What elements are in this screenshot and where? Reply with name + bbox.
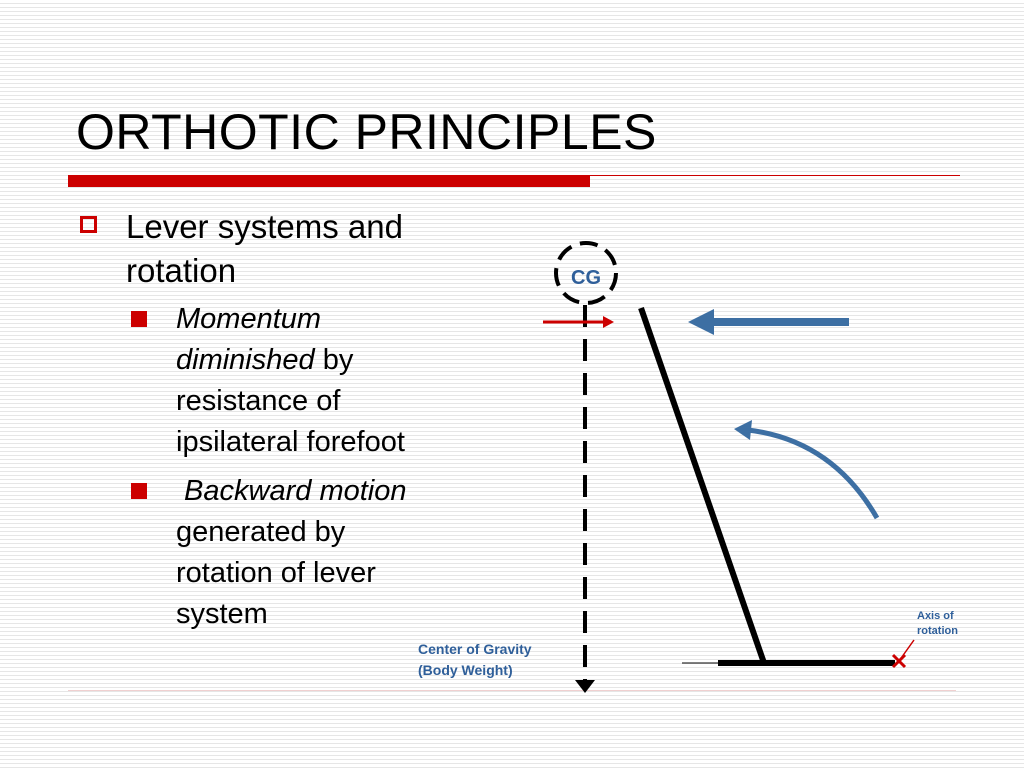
subbullet-text-line: rotation of lever	[176, 557, 376, 589]
title-underline-bar	[68, 175, 590, 187]
hollow-square-bullet-icon	[80, 216, 97, 233]
rotation-label: rotation	[917, 625, 958, 637]
axis-pointer-line	[898, 639, 915, 662]
blue-resistance-arrowhead	[688, 309, 714, 335]
subbullet-backward-motion: Backward motion generated by rotation of…	[78, 471, 518, 635]
subbullet-momentum: Momentum diminished by resistance of ips…	[78, 299, 518, 463]
filled-square-bullet-icon	[131, 311, 147, 327]
subbullet-text-line: Momentum	[176, 303, 322, 335]
axis-of-label: Axis of	[917, 610, 954, 622]
bullet-text-line: Lever systems and	[126, 208, 403, 245]
italic-text: diminished	[176, 344, 315, 376]
red-force-arrowhead	[603, 316, 614, 328]
subbullet-text-line: diminished by	[176, 340, 518, 381]
subbullet-text-line: system	[176, 598, 268, 630]
title-underline-thin	[590, 175, 960, 176]
cg-dashed-circle	[554, 241, 618, 305]
filled-square-bullet-icon	[131, 483, 147, 499]
center-of-gravity-label: Center of Gravity	[418, 641, 532, 657]
subbullet-text-line: resistance of	[176, 385, 341, 417]
footer-divider	[68, 690, 956, 691]
subbullet-text-line: Backward motion	[176, 475, 407, 507]
body-weight-label: (Body Weight)	[418, 662, 513, 678]
bullet-text-line: rotation	[126, 252, 237, 289]
plain-text: by	[314, 344, 354, 376]
rotation-arrow-curve	[747, 427, 880, 520]
gravity-arrowhead	[575, 680, 595, 693]
rotation-arrowhead	[734, 420, 752, 440]
bullet-lever-systems: Lever systems and rotation	[78, 205, 518, 293]
cg-label: CG	[571, 267, 601, 289]
slide-title: ORTHOTIC PRINCIPLES	[76, 104, 657, 160]
bullet-list: Lever systems and rotation Momentum dimi…	[78, 205, 518, 635]
subbullet-text-line: ipsilateral forefoot	[176, 426, 405, 458]
subbullet-text-line: generated by	[176, 516, 346, 548]
lever-bar	[638, 307, 767, 664]
